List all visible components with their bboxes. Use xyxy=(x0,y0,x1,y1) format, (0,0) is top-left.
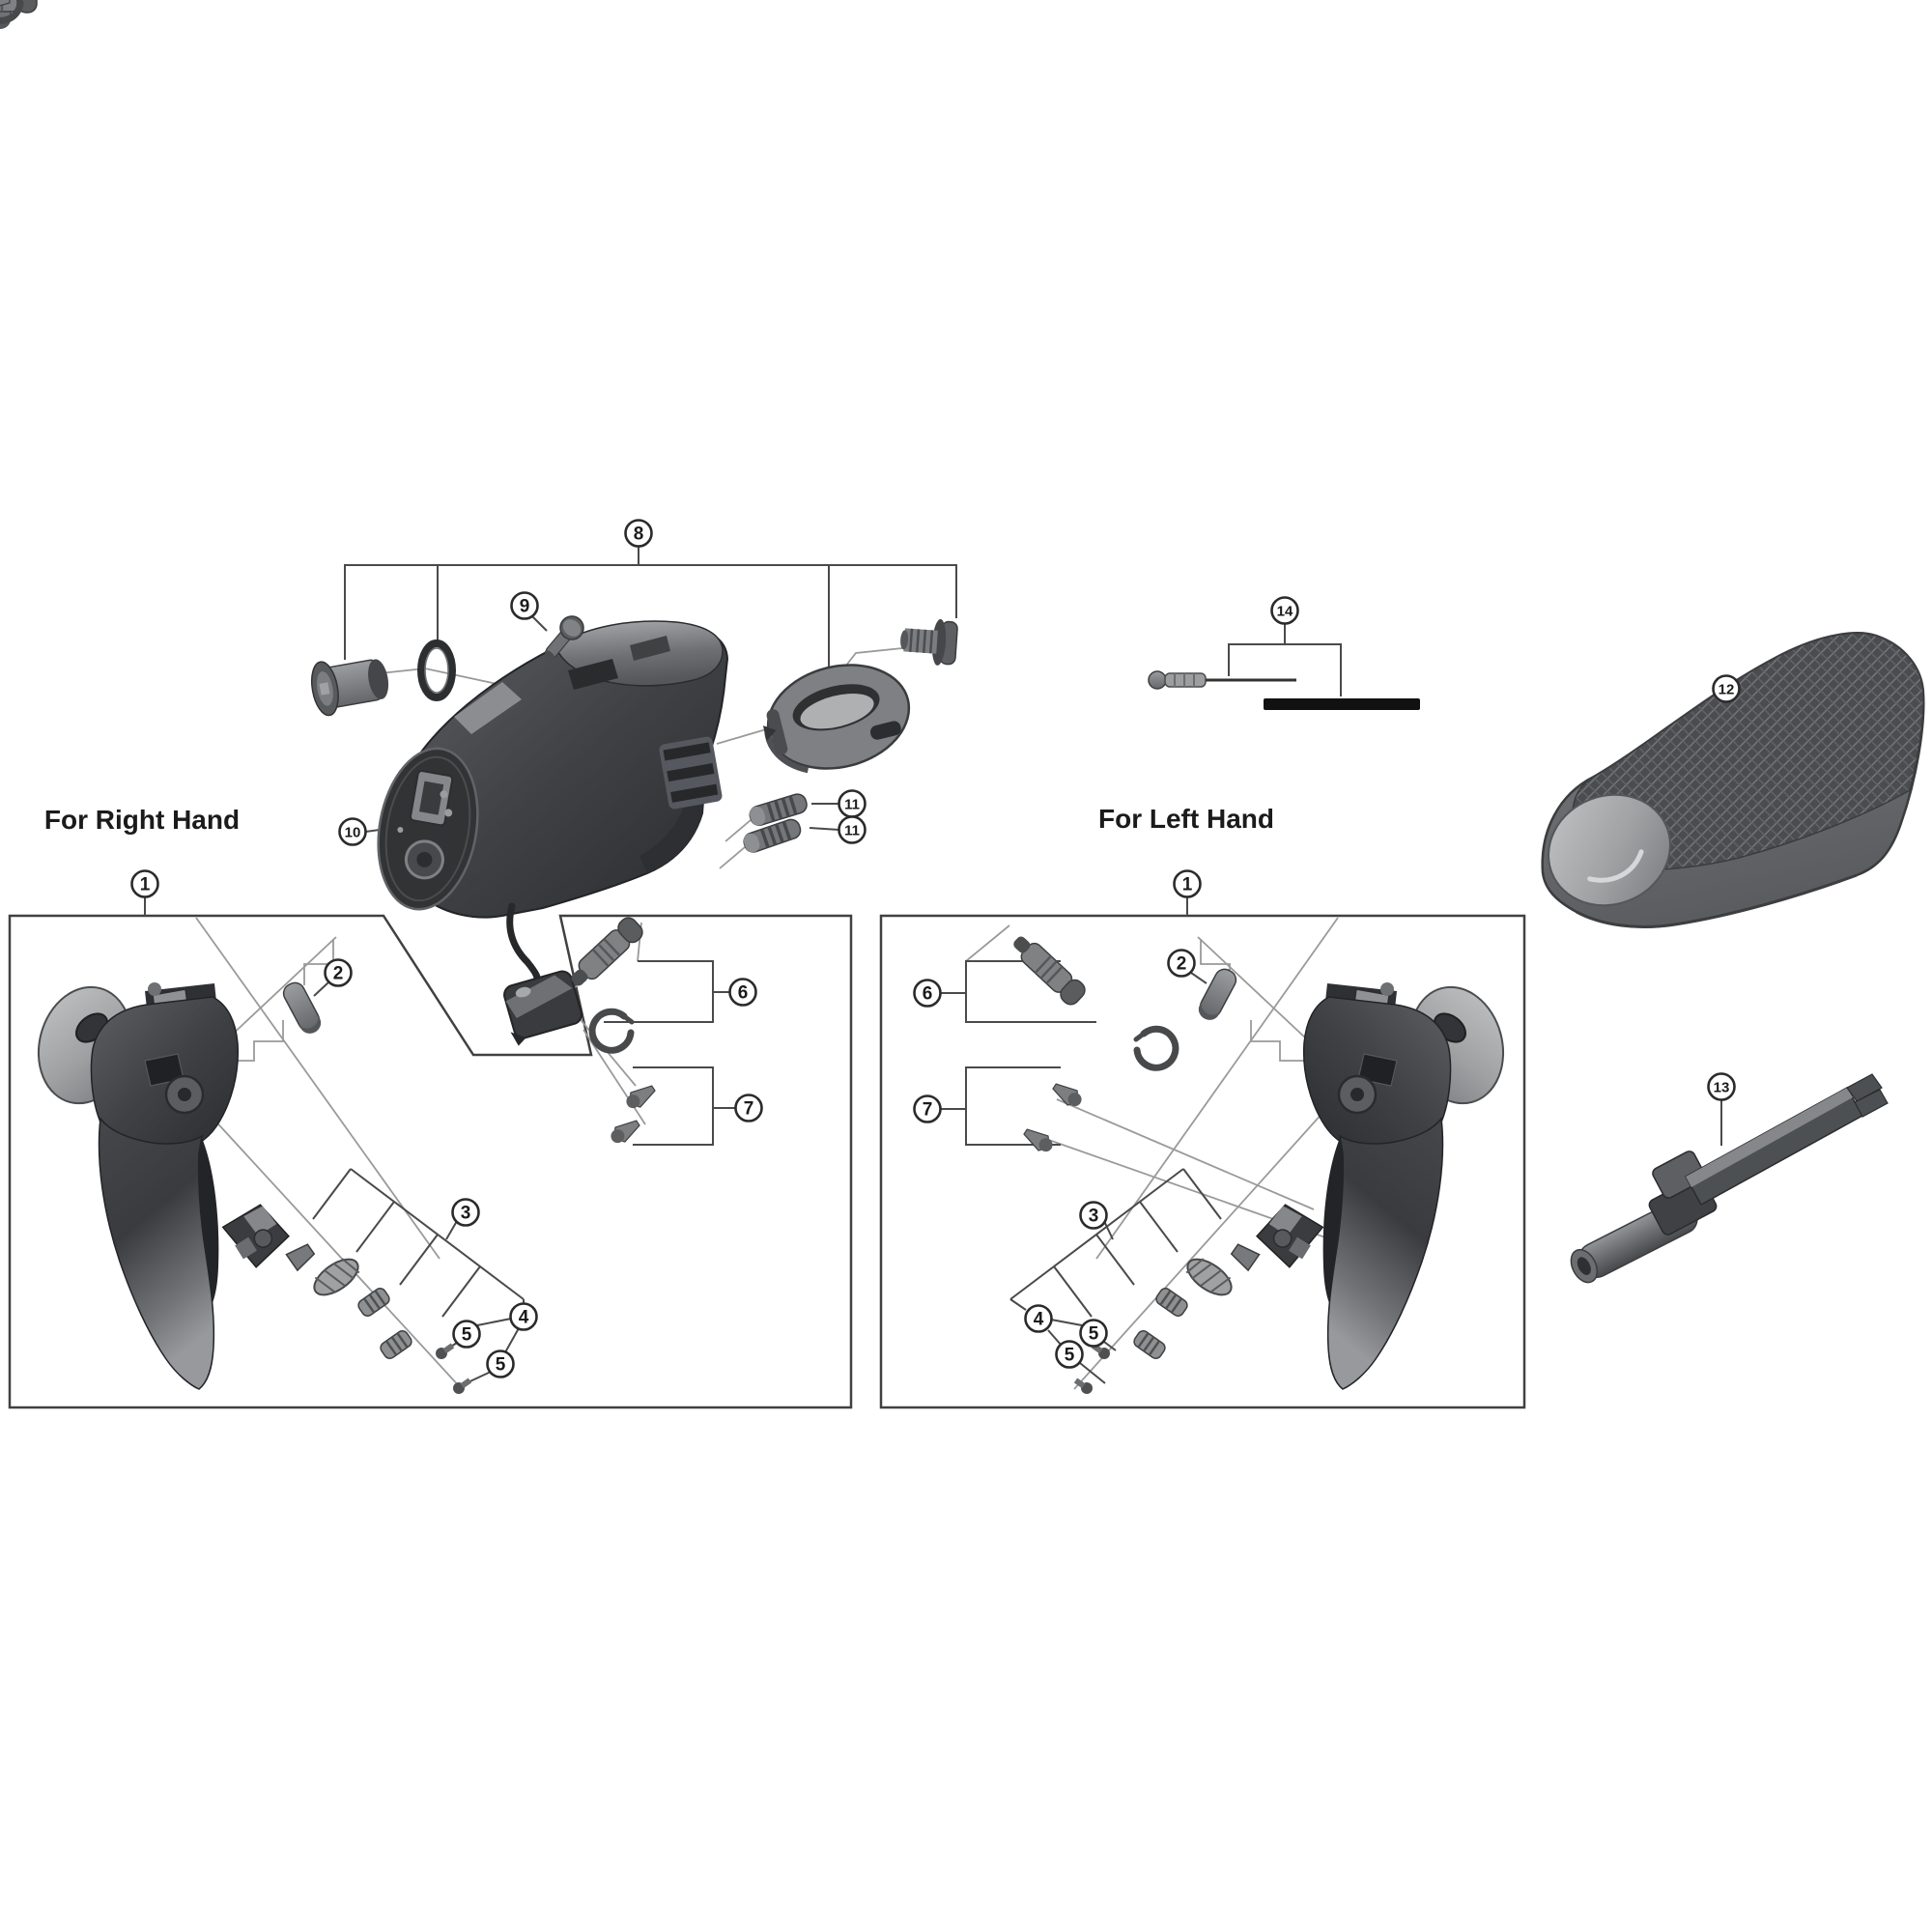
clamp-screw xyxy=(900,618,958,666)
svg-text:5: 5 xyxy=(1065,1346,1075,1366)
svg-text:5: 5 xyxy=(496,1355,506,1376)
svg-text:6: 6 xyxy=(738,983,749,1004)
svg-text:14: 14 xyxy=(1277,604,1293,620)
svg-text:2: 2 xyxy=(333,964,344,984)
callout-left-part-2: 2 xyxy=(1167,949,1196,978)
svg-text:4: 4 xyxy=(519,1308,529,1328)
callout-right-part-5b: 5 xyxy=(486,1350,515,1378)
callout-right-part-3: 3 xyxy=(451,1198,480,1227)
brake-lever xyxy=(37,982,240,1390)
o-ring xyxy=(417,639,456,701)
callout-left-part-6: 6 xyxy=(913,979,942,1008)
brake-lever-mirror xyxy=(1302,975,1518,1391)
callout-left-part-5b: 5 xyxy=(1055,1340,1084,1369)
svg-text:6: 6 xyxy=(923,984,933,1005)
callout-cable-set-14: 14 xyxy=(1270,596,1299,625)
callout-right-unit-1: 1 xyxy=(130,869,159,898)
bracket-lines xyxy=(144,546,1727,1386)
snap-ring-right xyxy=(592,1011,632,1050)
callout-left-part-5a: 5 xyxy=(1079,1319,1108,1348)
svg-text:7: 7 xyxy=(744,1099,754,1120)
body-vent-slot xyxy=(568,659,618,690)
cable-adjusting-bolt-right xyxy=(563,913,647,994)
mount-nut xyxy=(310,659,389,717)
wire-ports xyxy=(659,736,723,810)
callout-hood-cover-12: 12 xyxy=(1712,674,1741,703)
svg-text:10: 10 xyxy=(345,825,361,841)
svg-text:3: 3 xyxy=(461,1204,471,1224)
svg-text:9: 9 xyxy=(520,597,530,617)
callout-left-unit-1: 1 xyxy=(1173,869,1202,898)
callout-right-part-5a: 5 xyxy=(452,1320,481,1349)
wire-plug-a xyxy=(749,793,808,827)
leader-lines xyxy=(195,646,1346,1390)
svg-text:13: 13 xyxy=(1714,1080,1730,1096)
svg-text:2: 2 xyxy=(1177,954,1187,975)
switch-cap xyxy=(377,747,479,911)
plug-tool xyxy=(1570,1073,1889,1284)
callout-wire-plug-11b: 11 xyxy=(838,815,867,844)
svg-text:12: 12 xyxy=(1719,682,1735,698)
callout-left-part-4: 4 xyxy=(1024,1304,1053,1333)
callout-right-part-2: 2 xyxy=(324,958,353,987)
svg-text:1: 1 xyxy=(140,875,151,895)
group-boxes xyxy=(8,914,1526,1409)
svg-text:1: 1 xyxy=(1182,875,1193,895)
hood-nose xyxy=(1548,793,1671,907)
clamp-band xyxy=(762,664,911,774)
svg-text:11: 11 xyxy=(844,823,860,839)
label-right-hand: For Right Hand xyxy=(44,805,240,835)
cable-ball-end xyxy=(1148,670,1167,690)
shift-unit-cover-right xyxy=(279,979,326,1038)
snap-ring xyxy=(0,0,24,24)
svg-text:4: 4 xyxy=(1034,1310,1044,1330)
callout-bracket-unit-8: 8 xyxy=(624,519,653,548)
callout-right-part-6: 6 xyxy=(728,978,757,1007)
cable-adjusting-bolt-left xyxy=(1006,928,1090,1009)
connector-screw-r2 xyxy=(607,1115,643,1149)
callout-wire-plug-11a: 11 xyxy=(838,789,867,818)
wire-plug-b xyxy=(743,818,802,853)
connector-screw-l1 xyxy=(1049,1078,1086,1112)
left-hand-box xyxy=(879,914,1526,1409)
callout-right-part-7: 7 xyxy=(734,1094,763,1122)
black-bar xyxy=(1264,698,1420,710)
hood-cover xyxy=(1541,632,1925,928)
callout-left-part-3: 3 xyxy=(1079,1201,1108,1230)
callout-left-part-7: 7 xyxy=(913,1094,942,1123)
connector-screw xyxy=(0,0,11,7)
cable-and-bar xyxy=(1148,670,1420,710)
callout-right-part-4: 4 xyxy=(509,1302,538,1331)
wire-connector xyxy=(503,970,582,1046)
cover-screw xyxy=(544,615,584,660)
svg-text:3: 3 xyxy=(1089,1207,1099,1227)
svg-text:8: 8 xyxy=(634,525,644,545)
callout-switch-cap-10: 10 xyxy=(338,817,367,846)
svg-text:7: 7 xyxy=(923,1100,933,1121)
svg-text:5: 5 xyxy=(462,1325,472,1346)
body-light-wedge xyxy=(454,682,522,734)
snap-ring-left xyxy=(1136,1029,1176,1067)
right-hand-box xyxy=(8,914,853,1409)
body-vent-slot2 xyxy=(630,636,670,661)
cable-clamp-row-mirror xyxy=(1070,1198,1327,1398)
label-left-hand: For Left Hand xyxy=(1098,804,1274,834)
cable-clamp-row xyxy=(221,1204,472,1394)
shifter-main-unit xyxy=(377,620,729,1046)
callout-cover-screw-9: 9 xyxy=(510,591,539,620)
svg-text:11: 11 xyxy=(844,797,860,813)
shift-unit-cover-left xyxy=(1194,965,1240,1025)
ew-wire xyxy=(506,902,541,987)
svg-text:5: 5 xyxy=(1089,1324,1099,1345)
callout-plug-tool-13: 13 xyxy=(1707,1072,1736,1101)
